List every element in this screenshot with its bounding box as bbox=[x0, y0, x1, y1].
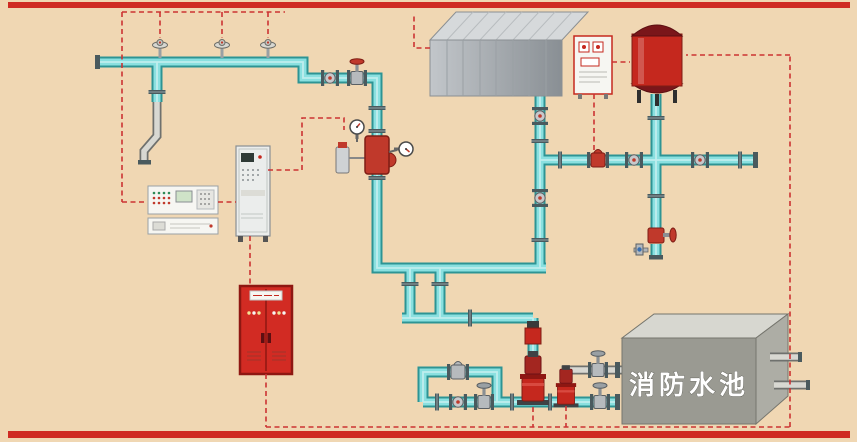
door-handle bbox=[261, 333, 265, 343]
tank-highlight bbox=[638, 38, 644, 84]
alarm-host-cabinet bbox=[235, 145, 271, 242]
cabinet-lamp bbox=[258, 155, 262, 159]
panel-led-grid bbox=[152, 191, 171, 205]
flange-icon bbox=[368, 176, 386, 180]
gate-valve-icon bbox=[346, 58, 368, 87]
flange-icon bbox=[738, 151, 742, 169]
delay-chamber-cap bbox=[338, 142, 347, 148]
flange-icon bbox=[558, 151, 562, 169]
water-storage-tank bbox=[428, 11, 590, 97]
cabinet-slot bbox=[241, 190, 265, 196]
butterfly-valve-icon bbox=[531, 106, 549, 126]
drain-outlet-cap bbox=[649, 255, 663, 260]
cabinet-door bbox=[238, 148, 268, 233]
flange-icon bbox=[647, 194, 665, 198]
wall-flange bbox=[615, 394, 620, 410]
fire-alarm-control-panel bbox=[147, 185, 219, 215]
repeater-lamp bbox=[209, 224, 213, 228]
tank-panel-seams bbox=[446, 40, 547, 96]
test-drain-valve bbox=[633, 227, 677, 260]
wet-alarm-valve bbox=[335, 119, 414, 180]
keypad-buttons bbox=[200, 193, 210, 205]
flange-icon bbox=[647, 116, 665, 120]
fire-pumps bbox=[516, 321, 579, 408]
butterfly-valve-icon bbox=[531, 188, 549, 208]
flow-switch bbox=[524, 327, 542, 345]
flange-icon bbox=[468, 309, 472, 327]
flange-icon bbox=[510, 393, 514, 411]
repeater-panel bbox=[147, 217, 219, 235]
butterfly-valve-icon bbox=[320, 69, 340, 87]
meter-window bbox=[580, 57, 600, 67]
signal-wire bbox=[121, 11, 791, 428]
flange-icon bbox=[531, 139, 549, 143]
indicator-lamp bbox=[582, 45, 586, 49]
box-leg bbox=[604, 94, 608, 99]
fire-water-pool-label: 消防水池 bbox=[629, 371, 749, 401]
flange-icon bbox=[148, 90, 166, 94]
pipe-end-cap bbox=[806, 380, 810, 390]
flange-icon bbox=[531, 238, 549, 242]
cabinet-display bbox=[241, 153, 254, 162]
flange-icon bbox=[368, 106, 386, 110]
tank-top-dome bbox=[630, 24, 684, 37]
repeater-display bbox=[152, 221, 166, 231]
wall-flange bbox=[615, 362, 620, 378]
butterfly-valve-icon bbox=[448, 393, 468, 411]
flange-icon bbox=[368, 129, 386, 133]
tank-leg bbox=[637, 90, 641, 103]
pipe-end-cap bbox=[753, 152, 758, 168]
diaphragm-pressure-tank bbox=[630, 24, 684, 106]
tank-leg bbox=[655, 94, 659, 106]
panel-display bbox=[175, 190, 193, 203]
pump-control-cabinet bbox=[238, 284, 294, 376]
gate-valve-icon bbox=[589, 382, 611, 411]
ball-valve-handle bbox=[637, 247, 642, 252]
top-frame-strip bbox=[8, 2, 850, 8]
fire-water-pool: 消防水池 bbox=[615, 313, 810, 426]
flange-icon bbox=[431, 282, 449, 286]
cabinet-vents bbox=[241, 213, 263, 219]
tank-leg bbox=[673, 90, 677, 103]
box-leg bbox=[578, 94, 582, 99]
pipe-end-cap bbox=[95, 55, 100, 69]
cabinet-leg bbox=[263, 236, 268, 242]
pool-front bbox=[621, 337, 757, 425]
cabinet-indicator-lamps bbox=[247, 311, 286, 315]
valve-stem bbox=[663, 233, 671, 237]
gate-valve-icon bbox=[473, 382, 495, 411]
flow-switch-head bbox=[527, 321, 539, 329]
flange-icon bbox=[401, 282, 419, 286]
gray-pipework bbox=[138, 100, 622, 384]
bottom-frame-strip bbox=[8, 431, 850, 438]
alarm-valve-body bbox=[364, 135, 390, 175]
tank-top-ridges bbox=[446, 11, 573, 41]
valve-handwheel bbox=[669, 227, 677, 243]
cabinet-leg bbox=[238, 236, 243, 242]
indicator-lamp bbox=[596, 45, 600, 49]
butterfly-valve-icon bbox=[690, 151, 710, 169]
power-distribution-box bbox=[573, 35, 613, 99]
delay-chamber bbox=[335, 146, 350, 174]
gate-valve-icon bbox=[587, 350, 609, 379]
flange-icon bbox=[435, 393, 439, 411]
butterfly-valve-icon bbox=[624, 151, 644, 169]
pipe-fittings bbox=[95, 55, 758, 411]
vent-slits bbox=[579, 71, 607, 83]
cabinet-buttons bbox=[242, 169, 259, 181]
drain-end-cap bbox=[138, 160, 151, 165]
test-valve-body bbox=[647, 227, 665, 244]
cabinet-vents bbox=[247, 351, 286, 361]
door-handle bbox=[267, 333, 271, 343]
signal-wiring bbox=[121, 11, 791, 428]
repeater-lines bbox=[170, 223, 210, 229]
pipe-end-cap bbox=[798, 352, 802, 362]
